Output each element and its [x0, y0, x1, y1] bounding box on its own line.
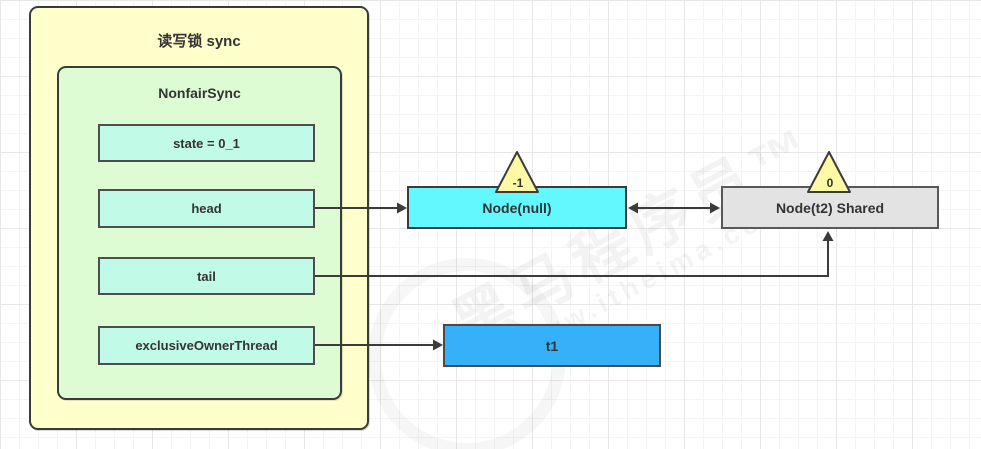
sync-container-title: 读写锁 sync [157, 33, 241, 50]
field-head: head [98, 189, 315, 228]
field-tail: tail [98, 257, 315, 295]
node-t2-shared-box: Node(t2) Shared [721, 186, 939, 229]
nonfairsync-title: NonfairSync [158, 85, 241, 101]
arrowhead-tail-to-node-t2 [822, 231, 834, 241]
thread-t1-box: t1 [443, 324, 661, 367]
field-exclusive-owner-thread: exclusiveOwnerThread [98, 326, 315, 365]
node-null-box: Node(null) [407, 186, 627, 229]
arrowhead-head-to-node-null [397, 202, 407, 214]
field-state: state = 0_1 [98, 124, 315, 162]
